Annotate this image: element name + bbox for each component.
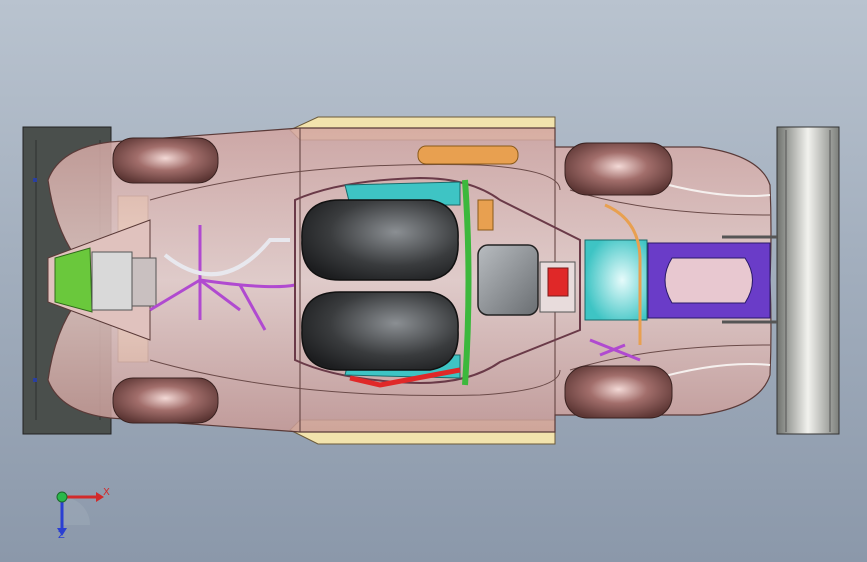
axis-z-label: Z [58, 530, 65, 541]
front-wing[interactable] [722, 126, 840, 435]
coordinate-triad [56, 491, 104, 536]
nose-cutout[interactable] [647, 242, 771, 319]
orange-cylinder [417, 145, 642, 345]
tire-front-left[interactable] [564, 142, 673, 196]
tire-rear-left[interactable] [112, 137, 219, 184]
roll-hoop [462, 179, 472, 386]
tire-rear-right[interactable] [112, 377, 219, 424]
tire-front-right[interactable] [564, 365, 673, 419]
seat-left[interactable] [301, 199, 459, 281]
white-tube [163, 238, 290, 277]
engine-block[interactable] [477, 244, 576, 316]
red-tube [349, 367, 461, 388]
rear-frame [47, 219, 157, 341]
chassis-tubes [149, 225, 641, 362]
seat-right[interactable] [301, 291, 459, 371]
axis-x-label: X [103, 487, 110, 498]
